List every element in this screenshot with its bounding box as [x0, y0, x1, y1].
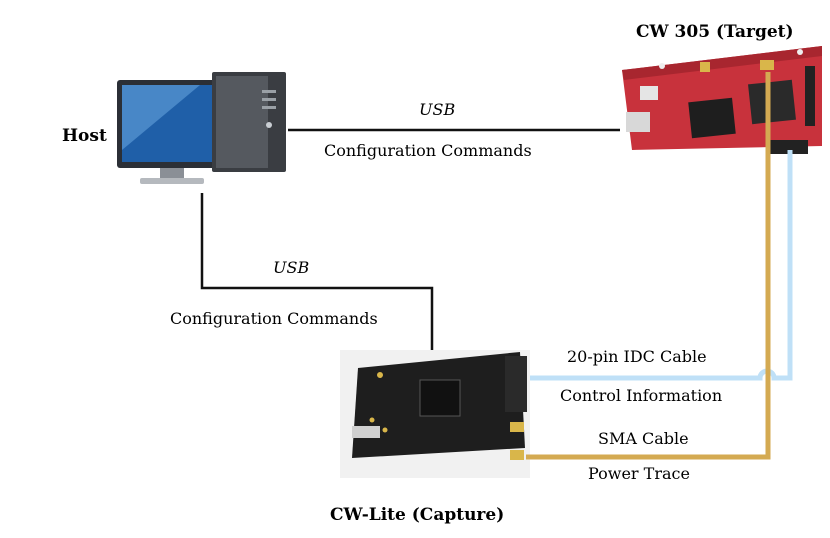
capture-label: CW-Lite (Capture) — [330, 505, 505, 525]
host-computer-icon — [117, 72, 286, 184]
idc-cable — [530, 150, 793, 381]
config-commands-label-bottom: Configuration Commands — [170, 309, 378, 328]
cw305-board-image — [622, 46, 822, 154]
power-trace-label: Power Trace — [588, 464, 690, 483]
usb-label-host-capture: USB — [273, 258, 310, 277]
cw-lite-board-image — [340, 350, 530, 478]
sma-cable-label: SMA Cable — [598, 429, 689, 448]
sma-cable — [526, 72, 771, 460]
control-information-label: Control Information — [560, 386, 723, 405]
config-commands-label-top: Configuration Commands — [324, 141, 532, 160]
host-label: Host — [62, 126, 107, 146]
usb-label-host-target: USB — [419, 100, 456, 119]
idc-cable-label: 20-pin IDC Cable — [567, 347, 707, 366]
usb-cable-host-capture — [200, 193, 434, 350]
target-label: CW 305 (Target) — [636, 22, 794, 42]
